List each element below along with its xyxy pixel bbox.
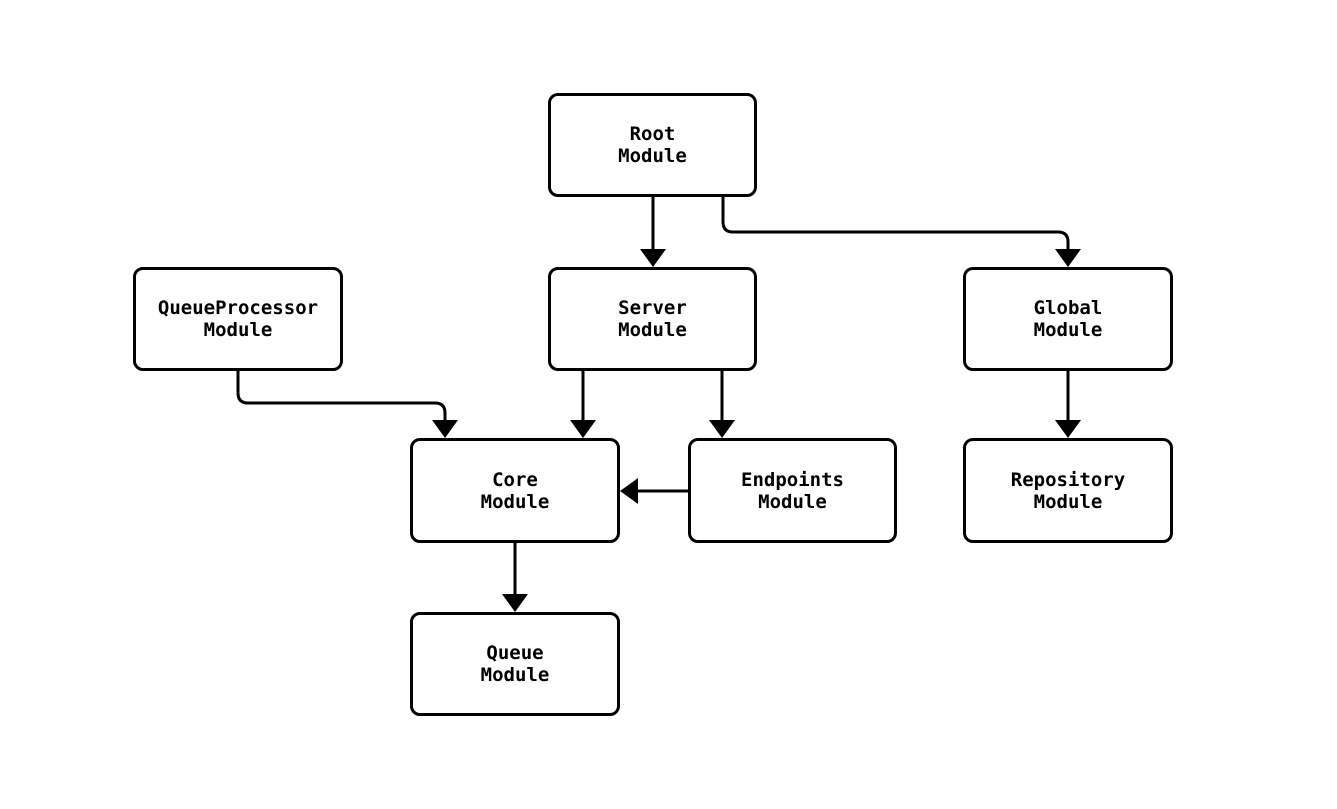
node-label: Queue xyxy=(486,642,544,664)
node-label: Module xyxy=(1033,319,1103,341)
node-label: Core xyxy=(492,468,538,491)
node-label: Module xyxy=(758,490,827,513)
node-label: Module xyxy=(618,145,687,167)
node-label: Root xyxy=(629,123,676,145)
node-label: Module xyxy=(618,319,687,341)
node-label: Module xyxy=(1033,490,1103,513)
node-label: Global xyxy=(1033,297,1103,319)
node-label: Server xyxy=(618,297,687,319)
node-label: Repository xyxy=(1010,468,1126,491)
node-label: Module xyxy=(480,490,550,513)
node-label: Module xyxy=(203,319,273,341)
node-label: QueueProcessor xyxy=(157,297,319,319)
node-label: Module xyxy=(480,664,550,686)
node-label: Endpoints xyxy=(741,468,844,491)
